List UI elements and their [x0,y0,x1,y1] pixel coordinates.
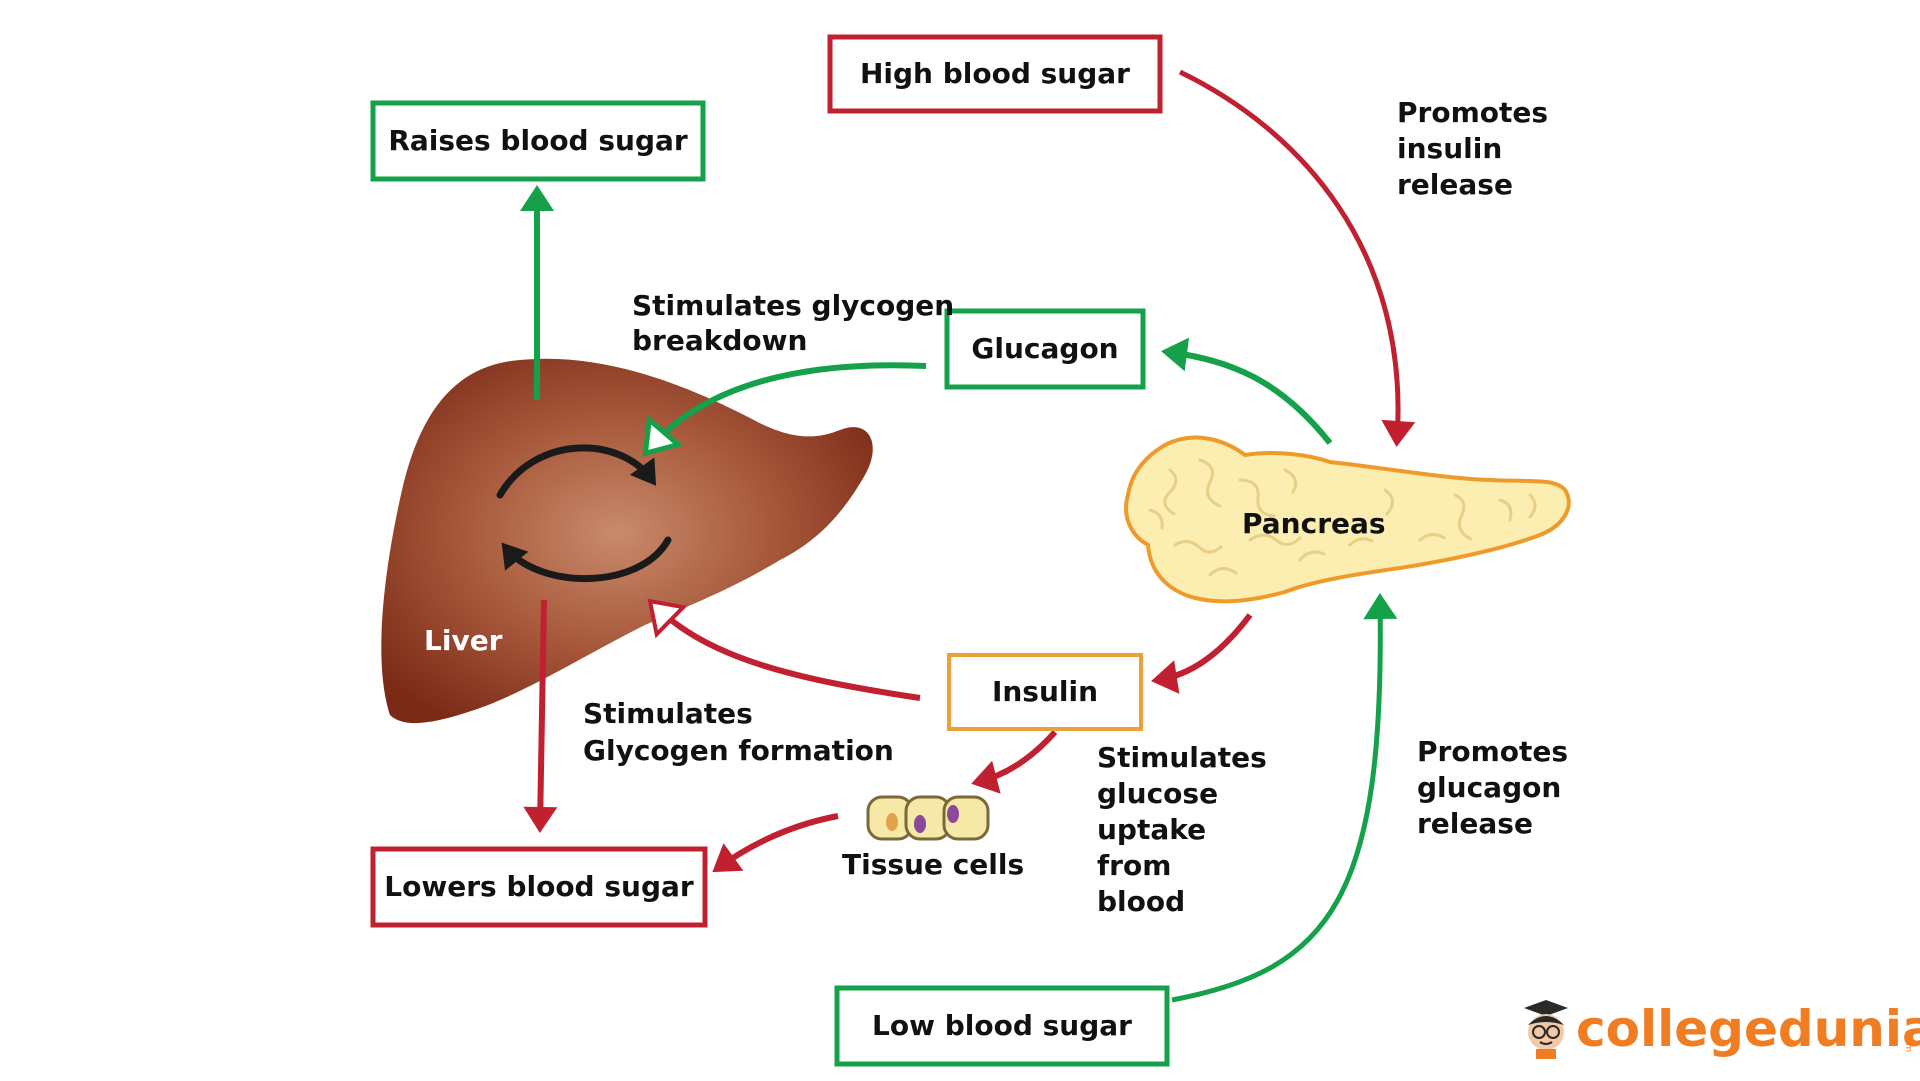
pancreas-texture [1148,458,1537,577]
note-line: blood [1097,885,1185,918]
liver-cycle-lower-arrow [501,536,672,583]
stimulates-glucose-uptake-note: Stimulates glucose uptake from blood [1097,741,1267,918]
arrow-glucagon-to-liver [642,362,927,457]
box-frame [370,846,708,928]
note-line: Glycogen formation [583,734,894,767]
cell-nucleus [886,813,898,831]
glucagon-box: Glucagon [944,308,1146,390]
box-frame [834,985,1170,1067]
pancreas-shape [1124,435,1571,604]
stimulates-glycogen-formation-note: Stimulates Glycogen formation [583,697,894,767]
note-line: Stimulates [1097,741,1267,774]
logo-suffix: .com [1903,1030,1913,1052]
arrow-insulin-to-tissue [971,730,1058,794]
arrow-pancreas-to-glucagon [1161,337,1333,445]
box-label: Insulin [992,675,1098,708]
arrow-high-sugar-to-pancreas [1178,69,1416,447]
note-line: breakdown [632,324,807,357]
note-line: insulin [1397,132,1502,165]
liver-shape [381,358,873,724]
note-line: Promotes [1397,96,1548,129]
box-label: Raises blood sugar [388,124,688,157]
stimulates-glycogen-breakdown-note: Stimulates glycogen breakdown [632,289,954,357]
pancreas-label: Pancreas [1242,507,1386,540]
note-line: uptake [1097,813,1206,846]
mascot-icon [1524,1000,1568,1059]
box-frame [944,308,1146,390]
note-line: from [1097,849,1171,882]
pancreas: Pancreas [1124,435,1571,604]
box-frame [827,34,1163,114]
box-frame [370,100,706,182]
arrow-tissue-to-lowers [712,813,839,873]
tissue-cells: Tissue cells [842,795,1024,881]
raises-blood-sugar-box: Raises blood sugar [370,100,706,182]
promotes-glucagon-release-note: Promotes glucagon release [1417,735,1568,840]
note-line: release [1397,168,1513,201]
cell-nucleus [914,815,926,833]
high-blood-sugar-box: High blood sugar [827,34,1163,114]
box-label: Low blood sugar [872,1009,1132,1042]
note-line: glucose [1097,777,1218,810]
low-blood-sugar-box: Low blood sugar [834,985,1170,1067]
tissue-cells-label: Tissue cells [842,848,1024,881]
cell-nucleus [947,805,959,823]
liver: Liver [381,358,873,724]
arrow-low-sugar-to-pancreas [1171,593,1398,1003]
box-frame [947,653,1143,731]
promotes-insulin-release-note: Promotes insulin release [1397,96,1548,201]
liver-label: Liver [424,624,503,657]
arrow-liver-to-lowers [523,599,558,833]
lowers-blood-sugar-box: Lowers blood sugar [370,846,708,928]
box-label: High blood sugar [860,57,1130,90]
note-line: Promotes [1417,735,1568,768]
arrow-insulin-to-liver [647,598,921,701]
box-label: Lowers blood sugar [384,870,694,903]
note-line: release [1417,807,1533,840]
box-label: Glucagon [971,332,1118,365]
logo-text: collegedunia [1576,1000,1920,1058]
insulin-box: Insulin [947,653,1143,731]
note-line: Stimulates [583,697,753,730]
arrow-pancreas-to-insulin [1151,613,1253,694]
note-line: glucagon [1417,771,1561,804]
note-line: Stimulates glycogen [632,289,954,322]
liver-cycle-upper-arrow [496,444,657,499]
collegedunia-logo: collegedunia .com [1524,1000,1920,1059]
